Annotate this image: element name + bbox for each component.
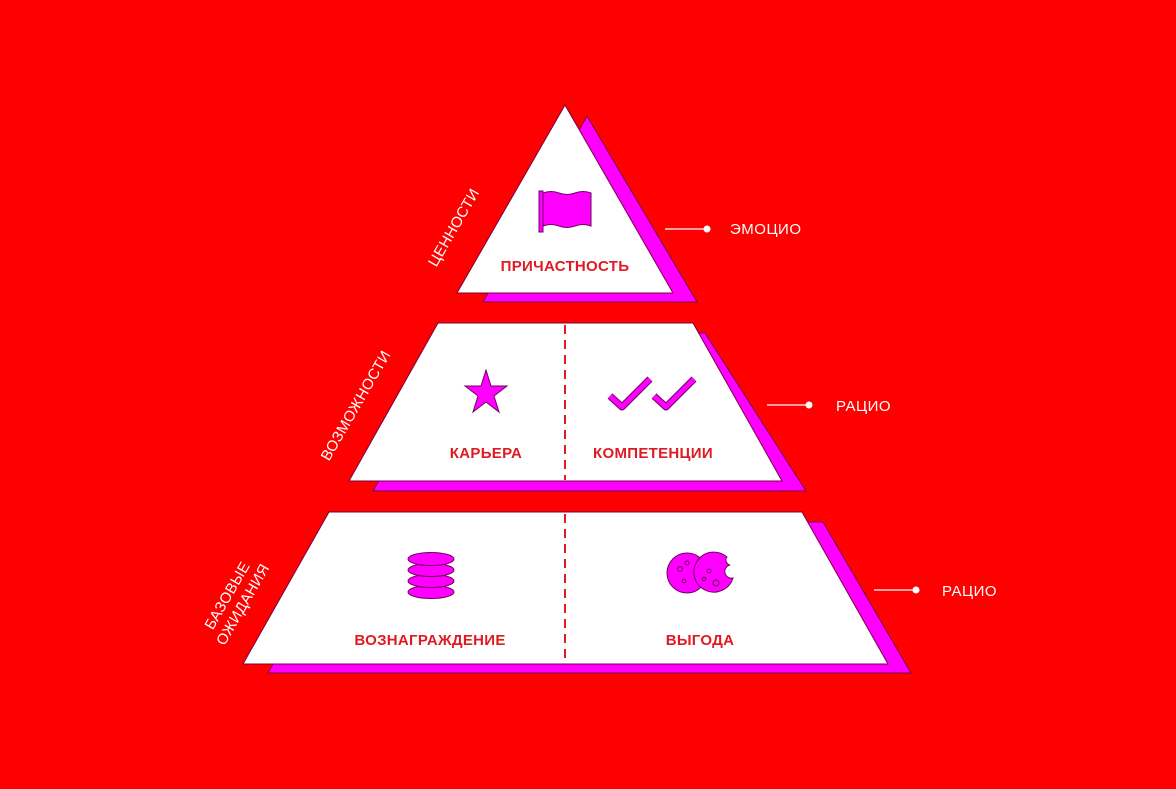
tier-opportunities: КАРЬЕРА КОМПЕТЕНЦИИ ВОЗМОЖНОСТИ РАЦИО xyxy=(318,322,891,492)
item-label: ВОЗНАГРАЖДЕНИЕ xyxy=(354,632,505,649)
tier-basic-expectations: ВОЗНАГРАЖДЕНИЕ ВЫГОДА БАЗОВЫЕ ОЖИДАНИЯ Р… xyxy=(201,511,997,674)
item-label: ВЫГОДА xyxy=(666,632,735,649)
flag-icon xyxy=(538,190,592,233)
star-icon xyxy=(463,368,509,414)
right-label: РАЦИО xyxy=(836,398,891,415)
coin-stack-icon xyxy=(407,552,455,599)
connector-dot xyxy=(912,586,920,594)
right-label: ЭМОЦИО xyxy=(730,221,802,238)
item-label: КОМПЕТЕНЦИИ xyxy=(593,445,713,462)
connector-dot xyxy=(805,401,813,409)
right-label: РАЦИО xyxy=(942,583,997,600)
double-check-icon xyxy=(607,376,697,411)
item-label: ПРИЧАСТНОСТЬ xyxy=(501,258,630,275)
connector-dot xyxy=(703,225,711,233)
tier-tile xyxy=(242,511,889,665)
item-label: КАРЬЕРА xyxy=(450,445,522,462)
cookies-icon xyxy=(666,551,734,594)
